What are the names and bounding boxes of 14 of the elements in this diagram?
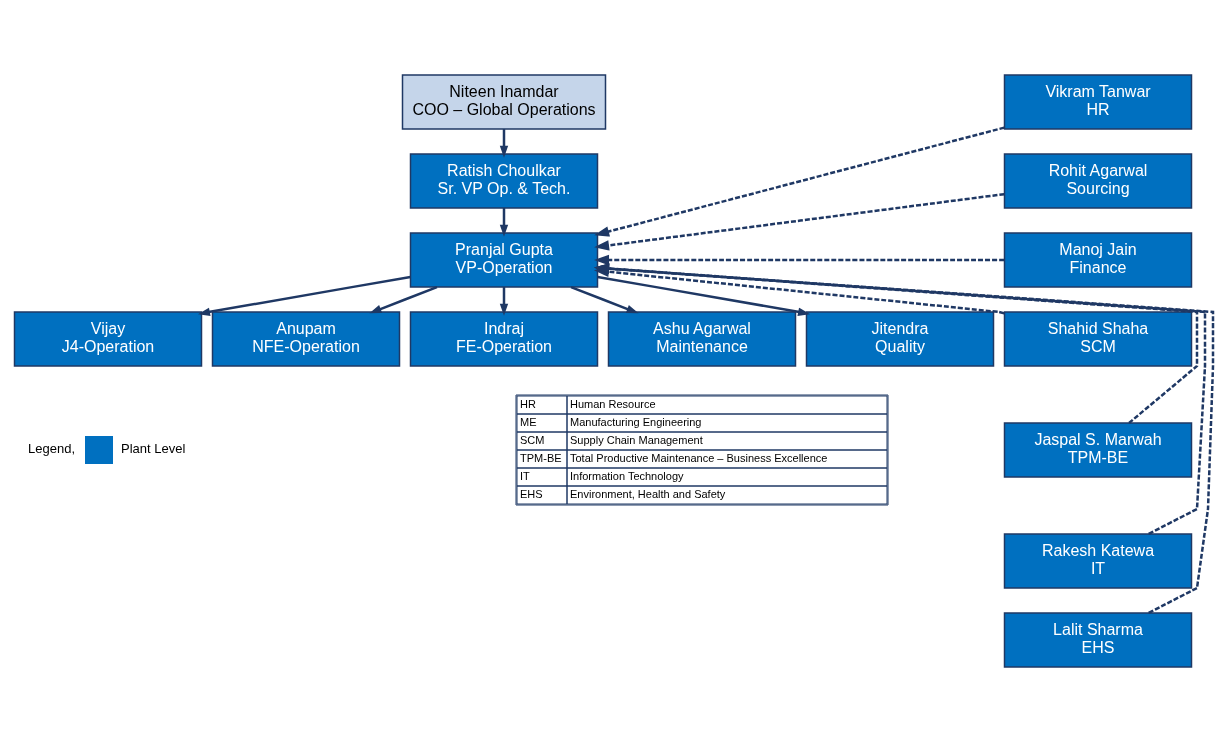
legend-label: Plant Level (121, 441, 186, 457)
label: HR (520, 397, 536, 410)
label: Human Resource (570, 397, 656, 410)
label: ME (520, 415, 537, 428)
label: SCM (520, 433, 545, 446)
label: Supply Chain Management (570, 433, 703, 446)
label: Information Technology (570, 469, 684, 482)
label: Total Productive Maintenance – Business Excellence (570, 451, 828, 464)
label: IT (520, 469, 530, 482)
label: Manufacturing Engineering (570, 415, 702, 428)
label: Environment, Health and Safety (570, 487, 726, 500)
label: EHS (520, 487, 543, 500)
label: Legend, (28, 441, 75, 457)
label: TPM-BE (520, 451, 562, 464)
